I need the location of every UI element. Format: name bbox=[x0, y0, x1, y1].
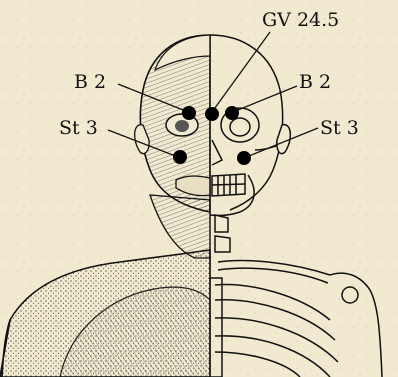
point-b2-right-dot bbox=[225, 106, 239, 120]
label-gv24-5: GV 24.5 bbox=[262, 9, 339, 31]
point-b2-left-dot bbox=[182, 106, 196, 120]
point-gv24-5-dot bbox=[205, 107, 219, 121]
point-st3-right-dot bbox=[237, 151, 251, 165]
label-b2-left: B 2 bbox=[74, 71, 106, 93]
label-st3-left: St 3 bbox=[59, 117, 98, 139]
label-b2-right: B 2 bbox=[299, 71, 331, 93]
point-st3-left-dot bbox=[173, 150, 187, 164]
label-st3-right: St 3 bbox=[320, 117, 359, 139]
